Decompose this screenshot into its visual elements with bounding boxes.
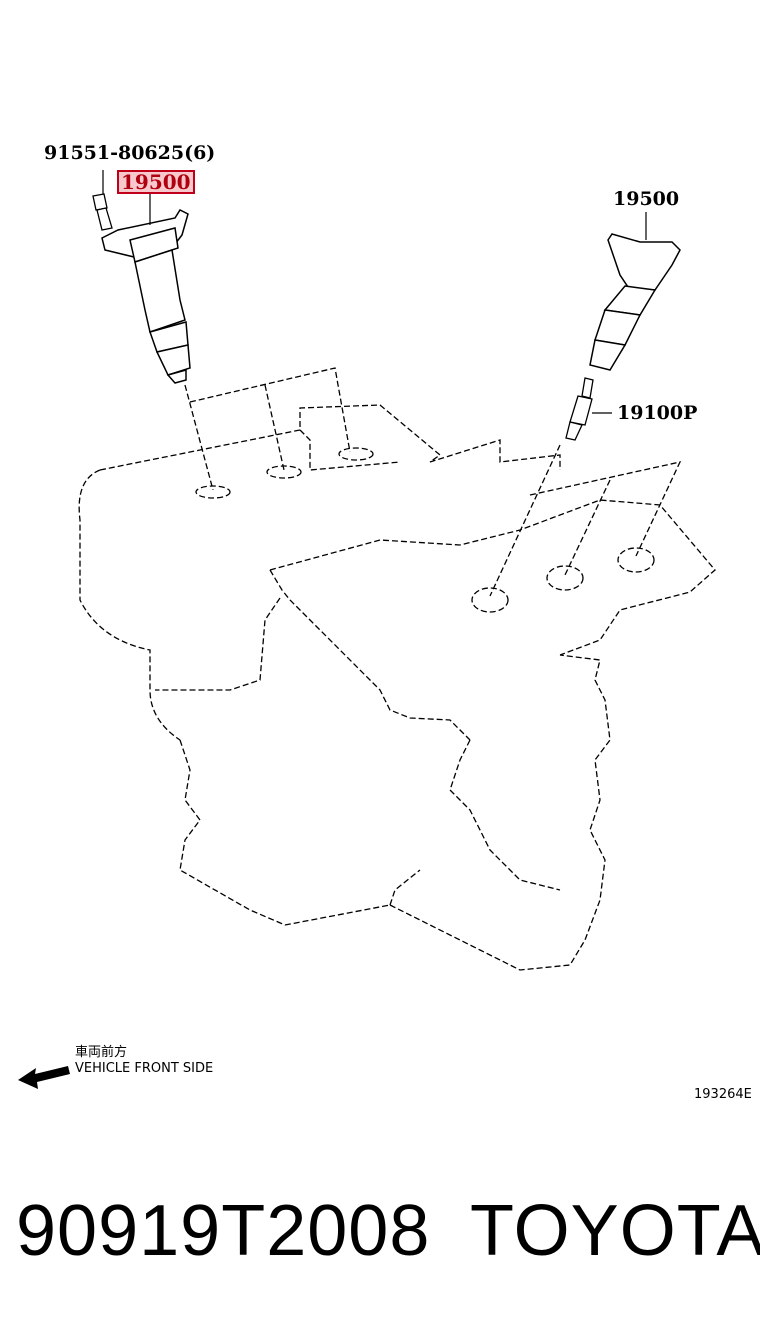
ignition-coil-right bbox=[589, 233, 681, 371]
figure-id: 193264E bbox=[694, 1087, 752, 1102]
coil-label-right: 19500 bbox=[613, 188, 680, 210]
engine-diagram bbox=[18, 170, 716, 1089]
bolt-part bbox=[92, 193, 113, 231]
part-number: 90919T2008 bbox=[16, 1191, 431, 1271]
front-side-label-en: VEHICLE FRONT SIDE bbox=[75, 1061, 214, 1076]
front-side-label-jp: 車両前方 bbox=[75, 1045, 128, 1060]
bolt-label: 91551-80625(6) bbox=[44, 142, 216, 164]
brand-name: TOYOTA bbox=[470, 1191, 760, 1271]
engine-outline bbox=[78, 367, 716, 971]
spark-plug-label: 19100P bbox=[617, 402, 698, 424]
ignition-coil-left bbox=[101, 209, 191, 384]
front-arrow-icon bbox=[18, 1066, 70, 1089]
highlighted-part-callout[interactable]: 19500 bbox=[117, 170, 195, 194]
spark-plug-part bbox=[565, 377, 594, 441]
